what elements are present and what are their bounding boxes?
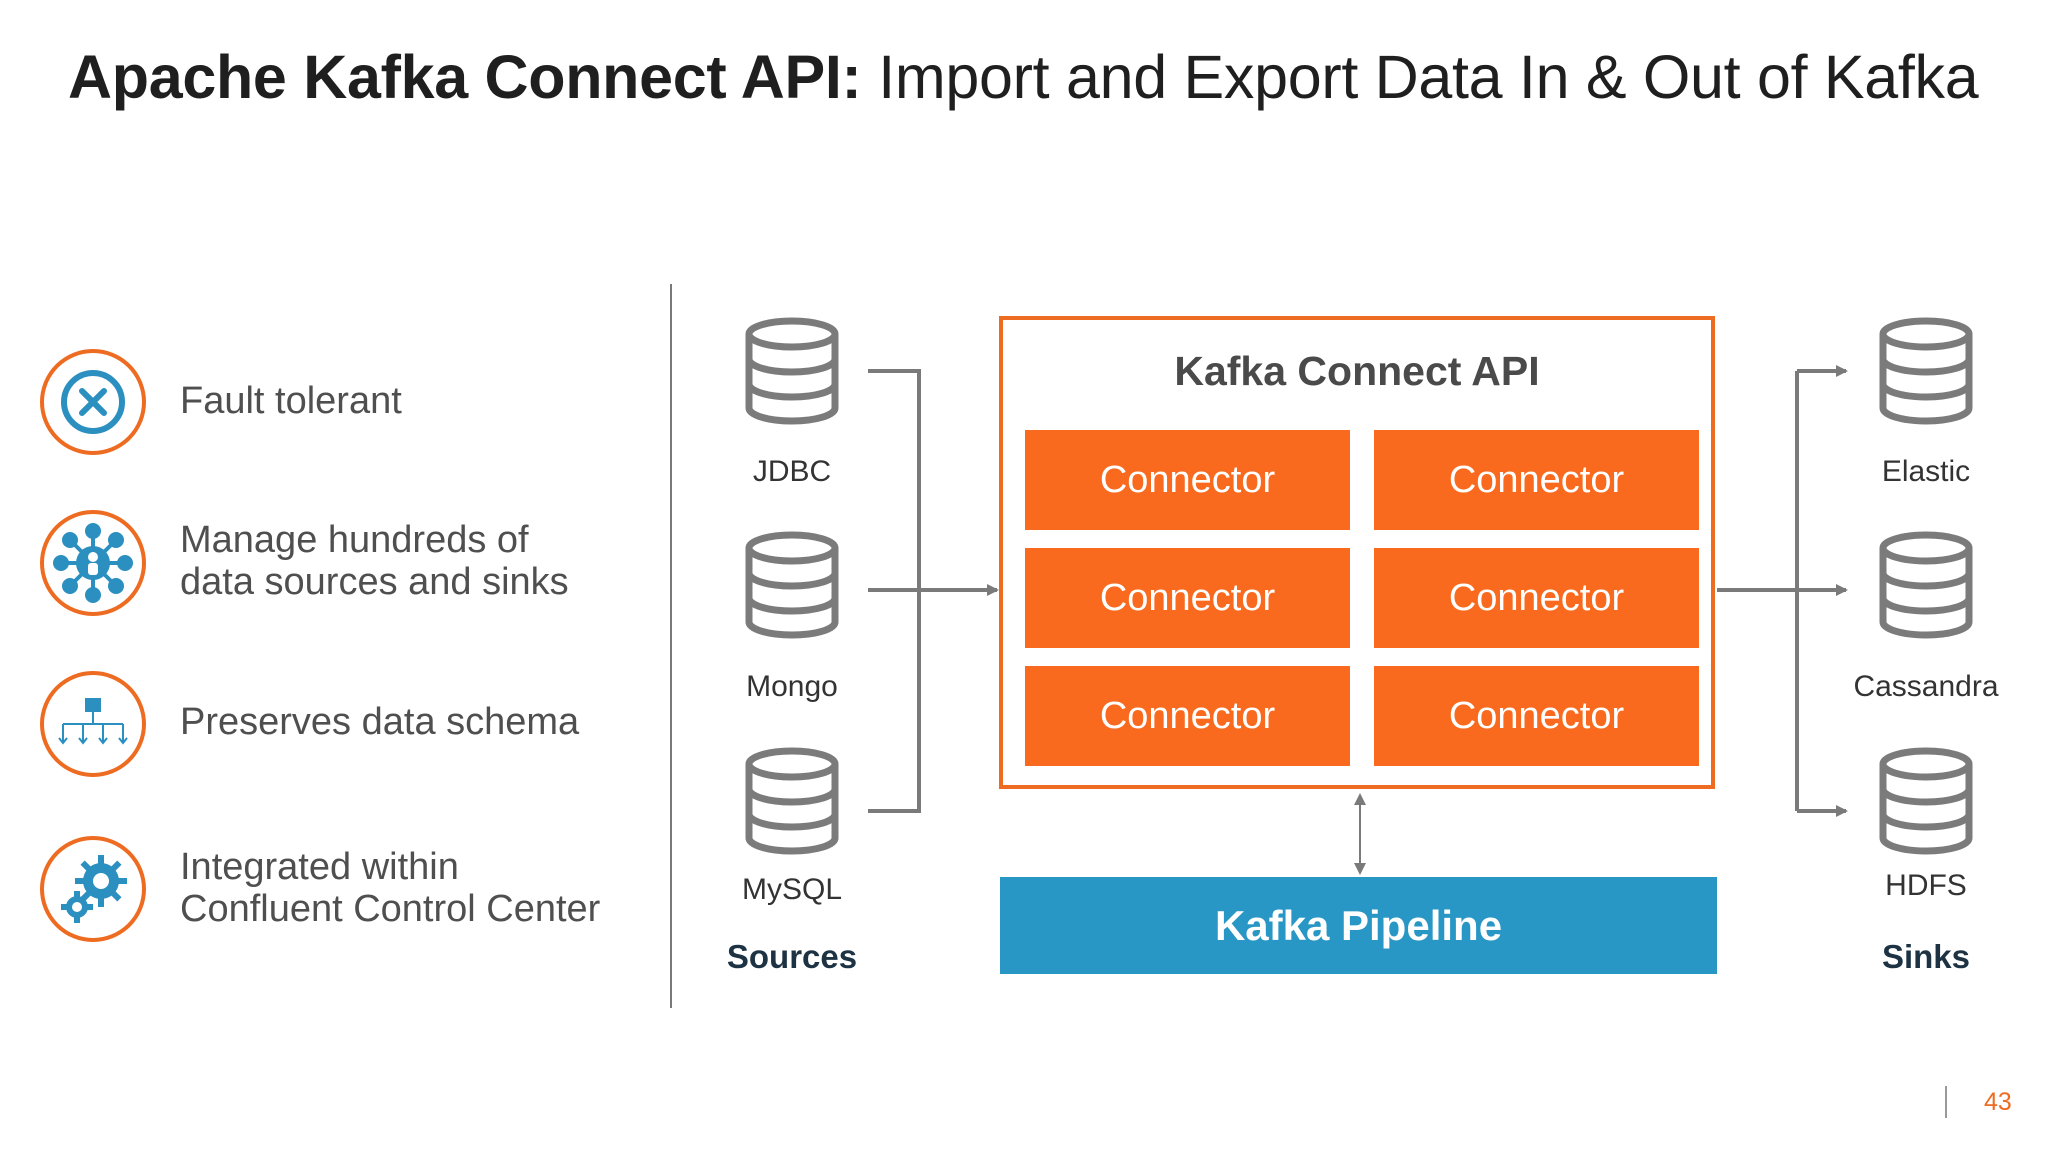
api-title: Kafka Connect API	[1174, 348, 1540, 394]
database-icon	[745, 531, 839, 639]
sink-label-hdfs: HDFS	[1885, 869, 1967, 902]
kafka-connect-api-box: Kafka Connect API Connector Connector Co…	[999, 316, 1715, 789]
kafka-pipeline-bar: Kafka Pipeline	[1000, 877, 1717, 974]
source-label-mongo: Mongo	[746, 670, 838, 703]
vertical-divider	[670, 284, 672, 1008]
page-number-separator	[1945, 1086, 1947, 1118]
source-label-jdbc: JDBC	[752, 455, 832, 488]
connector-block: Connector	[1025, 430, 1350, 530]
connector-block: Connector	[1025, 548, 1350, 648]
network-hub-icon	[40, 510, 146, 616]
database-icon	[1879, 317, 1973, 425]
connector-block: Connector	[1374, 548, 1699, 648]
feature-line: Fault tolerant	[180, 380, 402, 422]
page-number: 43	[1984, 1088, 2012, 1116]
feature-line: Preserves data schema	[180, 701, 580, 743]
feature-manage-sources: Manage hundreds of data sources and sink…	[180, 519, 569, 603]
gears-icon	[40, 836, 146, 942]
connector-block: Connector	[1025, 666, 1350, 766]
feature-preserves-schema: Preserves data schema	[180, 701, 579, 743]
connector-block: Connector	[1374, 666, 1699, 766]
sources-label: Sources	[726, 938, 858, 975]
sink-label-cassandra: Cassandra	[1853, 670, 1999, 703]
database-icon	[1879, 747, 1973, 855]
database-icon	[745, 747, 839, 855]
schema-tree-icon	[40, 671, 146, 777]
title-rest: Import and Export Data In & Out of Kafka	[878, 43, 1979, 111]
x-circle-icon	[40, 349, 146, 455]
page-title: Apache Kafka Connect API: Import and Exp…	[68, 42, 1979, 112]
feature-fault-tolerant: Fault tolerant	[180, 380, 402, 422]
feature-line: Confluent Control Center	[180, 888, 601, 930]
database-icon	[745, 317, 839, 425]
connector-block: Connector	[1374, 430, 1699, 530]
feature-line: Manage hundreds of	[180, 519, 529, 561]
database-icon	[1879, 531, 1973, 639]
title-bold: Apache Kafka Connect API:	[68, 43, 862, 111]
feature-control-center: Integrated within Confluent Control Cent…	[180, 846, 600, 930]
feature-line: data sources and sinks	[180, 561, 569, 603]
sink-label-elastic: Elastic	[1881, 455, 1971, 488]
sinks-label: Sinks	[1881, 938, 1971, 975]
source-label-mysql: MySQL	[741, 873, 843, 906]
feature-line: Integrated within	[180, 846, 459, 888]
